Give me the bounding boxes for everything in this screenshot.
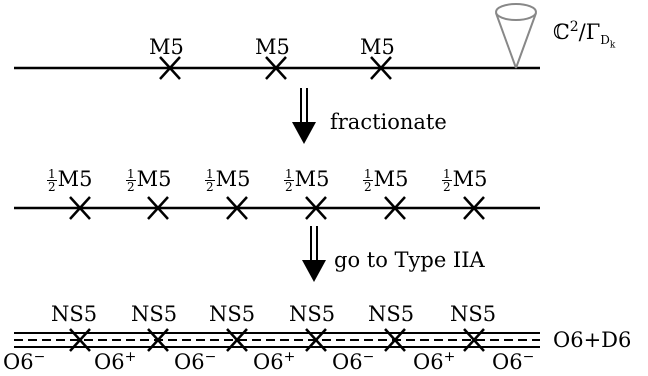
ns5-cross — [305, 328, 327, 352]
half-m5-cross — [69, 196, 91, 220]
m5-label: M5 — [360, 35, 395, 59]
half-m5-cross — [384, 196, 406, 220]
ns5-label: NS5 — [368, 302, 415, 326]
m5-cross — [159, 56, 181, 80]
cone-icon — [495, 3, 537, 69]
ns5-cross — [463, 328, 485, 352]
ns5-label: NS5 — [209, 302, 256, 326]
half-m5-cross — [305, 196, 327, 220]
o6-plus-label: O6+ — [253, 349, 296, 374]
o6-d6-label: O6+D6 — [553, 328, 632, 352]
double-arrow-icon — [302, 226, 326, 282]
half-m5-cross — [463, 196, 485, 220]
double-arrow-icon — [292, 88, 316, 144]
ns5-cross — [384, 328, 406, 352]
o6-minus-label: O6− — [3, 349, 46, 374]
ns5-cross — [226, 328, 248, 352]
m5-cross — [265, 56, 287, 80]
o6-minus-label: O6− — [332, 349, 375, 374]
ns5-label: NS5 — [51, 302, 98, 326]
m5-label: M5 — [149, 35, 184, 59]
half-m5-cross — [226, 196, 248, 220]
ns5-label: NS5 — [131, 302, 178, 326]
fractionate-label: fractionate — [330, 110, 447, 134]
type-iia-label: go to Type IIA — [334, 248, 485, 272]
ns5-label: NS5 — [450, 302, 497, 326]
orbifold-label: ℂ2/ΓDk — [553, 19, 616, 51]
half-m5-cross — [147, 196, 169, 220]
m5-cross — [370, 56, 392, 80]
ns5-cross — [147, 328, 169, 352]
o6-plus-label: O6+ — [413, 349, 456, 374]
o6-minus-label: O6− — [492, 349, 535, 374]
o6-minus-label: O6− — [174, 349, 217, 374]
m5-label: M5 — [255, 35, 290, 59]
o6-plus-label: O6+ — [94, 349, 137, 374]
ns5-cross — [69, 328, 91, 352]
ns5-label: NS5 — [289, 302, 336, 326]
